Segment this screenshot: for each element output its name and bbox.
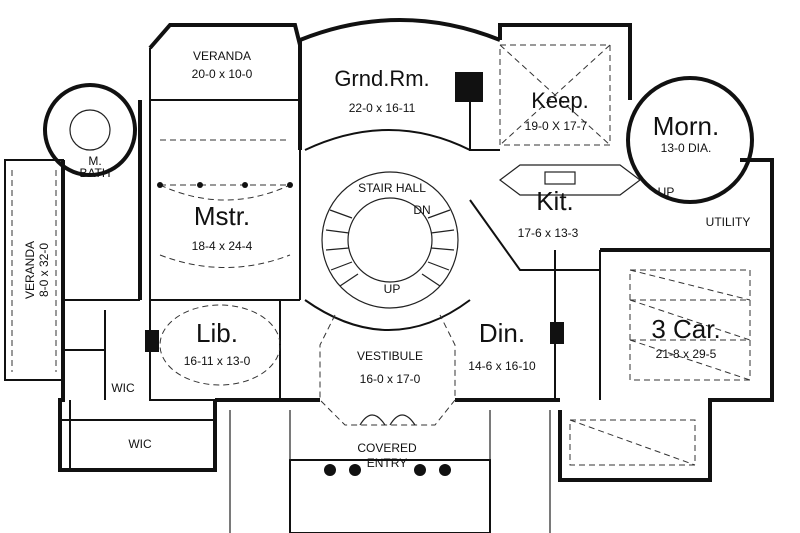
library-dim: 16-11 x 13-0 bbox=[184, 354, 251, 368]
veranda-top-dim: 20-0 x 10-0 bbox=[192, 67, 253, 81]
garage-bays bbox=[569, 269, 751, 466]
vestibule-name: VESTIBULE bbox=[357, 349, 423, 363]
kitchen-dim: 17-6 x 13-3 bbox=[518, 226, 579, 240]
stair-up-label: UP bbox=[384, 282, 401, 296]
keeping-ceiling bbox=[499, 44, 611, 146]
stair-hall bbox=[304, 129, 471, 331]
master-ceiling bbox=[157, 139, 293, 268]
library-name: Lib. bbox=[196, 318, 238, 348]
side-veranda-shape bbox=[11, 170, 57, 372]
kitchen-name: Kit. bbox=[536, 186, 574, 216]
master-name: Mstr. bbox=[194, 201, 250, 231]
bath-spiral bbox=[69, 109, 111, 151]
keeping-dim: 19-0 X 17-7 bbox=[525, 119, 588, 133]
covered-entry-line1: COVERED bbox=[357, 441, 417, 455]
master-dim: 18-4 x 24-4 bbox=[192, 239, 253, 253]
covered-entry-line2: ENTRY bbox=[367, 456, 407, 470]
stair-treads bbox=[325, 209, 455, 287]
fireplace bbox=[550, 322, 564, 344]
grand-room-name: Grnd.Rm. bbox=[334, 66, 429, 91]
stair-hall-name: STAIR HALL bbox=[358, 181, 426, 195]
column bbox=[349, 464, 361, 476]
column bbox=[324, 464, 336, 476]
veranda-side-dim: 8-0 x 32-0 bbox=[37, 243, 51, 297]
fireplace bbox=[145, 330, 159, 352]
morning-name: Morn. bbox=[653, 111, 719, 141]
master-bath-line1: M. bbox=[88, 154, 101, 168]
column bbox=[439, 464, 451, 476]
library-ceiling bbox=[159, 304, 281, 386]
grand-room-dim: 22-0 x 16-11 bbox=[349, 101, 416, 115]
dining-name: Din. bbox=[479, 318, 525, 348]
kitchen-island bbox=[499, 164, 641, 196]
column bbox=[414, 464, 426, 476]
dining-dim: 14-6 x 16-10 bbox=[468, 359, 536, 373]
wic-1-name: WIC bbox=[111, 381, 135, 395]
utility-name: UTILITY bbox=[706, 215, 751, 229]
exterior-walls bbox=[4, 18, 774, 482]
fireplace bbox=[455, 72, 483, 102]
vestibule-shape bbox=[319, 314, 456, 426]
morning-stair-up-label: UP bbox=[658, 185, 675, 199]
covered-entry-shape bbox=[229, 410, 551, 533]
vestibule-dim: 16-0 x 17-0 bbox=[360, 372, 421, 386]
room-labels: VERANDA 20-0 x 10-0 Grnd.Rm. 22-0 x 16-1… bbox=[23, 49, 750, 470]
garage-name: 3 Car. bbox=[651, 314, 720, 344]
wic-2-name: WIC bbox=[128, 437, 152, 451]
morning-dim: 13-0 DIA. bbox=[661, 141, 712, 155]
stair-down-label: DN bbox=[413, 203, 430, 217]
garage-dim: 21-8 x 29-5 bbox=[656, 347, 717, 361]
veranda-side-name: VERANDA bbox=[23, 241, 37, 299]
master-bath-line2: BATH bbox=[79, 166, 110, 180]
keeping-name: Keep. bbox=[531, 88, 589, 113]
veranda-top-name: VERANDA bbox=[193, 49, 251, 63]
